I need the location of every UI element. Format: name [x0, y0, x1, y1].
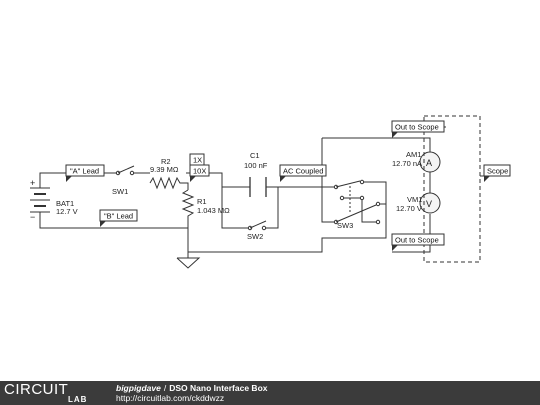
credits-line: bigpigdave/DSO Nano Interface Box: [116, 383, 268, 393]
battery-bat1: [30, 187, 50, 213]
capacitor-c1-name: C1: [250, 151, 260, 160]
net-tag-a-lead: "A" Lead: [65, 164, 105, 182]
wire: [186, 172, 235, 229]
ammeter-symbol: A: [426, 158, 432, 168]
ammeter-value: 12.70 nA: [392, 159, 422, 168]
scope-box: [423, 115, 481, 263]
battery-plus-sign: +: [30, 178, 35, 188]
net-tag-b-lead: "B" Lead: [99, 209, 138, 227]
wire: [342, 197, 378, 223]
resistor-r2-value: 9.39 MΩ: [150, 165, 179, 174]
battery-name: BAT1: [56, 199, 74, 208]
battery-minus-sign: −: [30, 212, 35, 222]
capacitor-c1-value: 100 nF: [244, 161, 268, 170]
net-tag-out-to-scope-top: Out to Scope: [391, 120, 445, 138]
logo-circuit-text: CIRCUIT: [4, 381, 69, 398]
voltmeter-symbol: V: [426, 199, 432, 209]
wire: [321, 138, 336, 223]
circuit-title: DSO Nano Interface Box: [169, 383, 268, 393]
credits-separator: /: [163, 383, 167, 393]
switch-sw3-label: SW3: [337, 221, 353, 230]
resistor-r2: [149, 176, 183, 190]
circuitlab-logo: CIRCUIT LAB: [4, 382, 108, 404]
voltmeter-name: VM1: [407, 195, 422, 204]
wire: [322, 137, 431, 152]
switch-sw2-label: SW2: [247, 232, 263, 241]
wire: [392, 214, 431, 253]
logo-lab-text: LAB: [68, 395, 88, 404]
wire: [183, 182, 189, 190]
voltmeter-value: 12.70 V: [396, 204, 422, 213]
battery-value: 12.7 V: [56, 207, 78, 216]
svg-text:"A" Lead: "A" Lead: [70, 167, 99, 176]
net-tag-scope: Scope: [483, 164, 511, 182]
wire: [264, 186, 279, 229]
svg-text:10X: 10X: [193, 167, 206, 176]
svg-text:AC Coupled: AC Coupled: [283, 167, 323, 176]
switch-sw2: [247, 220, 267, 231]
wire: [39, 212, 188, 229]
svg-text:Out to Scope: Out to Scope: [395, 123, 439, 132]
ammeter-am1: [419, 151, 441, 173]
svg-text:Scope: Scope: [487, 167, 508, 176]
resistor-r2-name: R2: [161, 157, 171, 166]
switch-sw1-label: SW1: [112, 187, 128, 196]
net-tag-10x: 10X: [189, 164, 210, 182]
switch-sw3: [333, 179, 381, 225]
net-tag-out-to-scope-bottom: Out to Scope: [391, 233, 445, 251]
resistor-r1: [181, 189, 195, 219]
footer-bar: CIRCUIT LAB bigpigdave/DSO Nano Interfac…: [0, 381, 540, 405]
svg-text:Out to Scope: Out to Scope: [395, 236, 439, 245]
circuit-credits: bigpigdave/DSO Nano Interface Box http:/…: [116, 383, 268, 403]
wire: [188, 181, 387, 253]
resistor-r1-value: 1.043 MΩ: [197, 206, 230, 215]
resistor-r1-name: R1: [197, 197, 207, 206]
capacitor-c1: [249, 177, 267, 197]
switch-sw1: [115, 165, 135, 176]
ground-symbol: [176, 257, 201, 269]
ammeter-name: AM1: [406, 150, 421, 159]
svg-text:"B" Lead: "B" Lead: [104, 212, 133, 221]
circuit-url[interactable]: http://circuitlab.com/ckddwzz: [116, 393, 225, 403]
schematic-canvas: + − BAT1 12.7 V SW1 R2 9.39 MΩ R1 1.043 …: [30, 115, 511, 269]
voltmeter-vm1: [419, 192, 441, 214]
net-tag-ac-coupled: AC Coupled: [279, 164, 327, 182]
author-link[interactable]: bigpigdave: [116, 383, 161, 393]
svg-text:1X: 1X: [193, 156, 202, 165]
